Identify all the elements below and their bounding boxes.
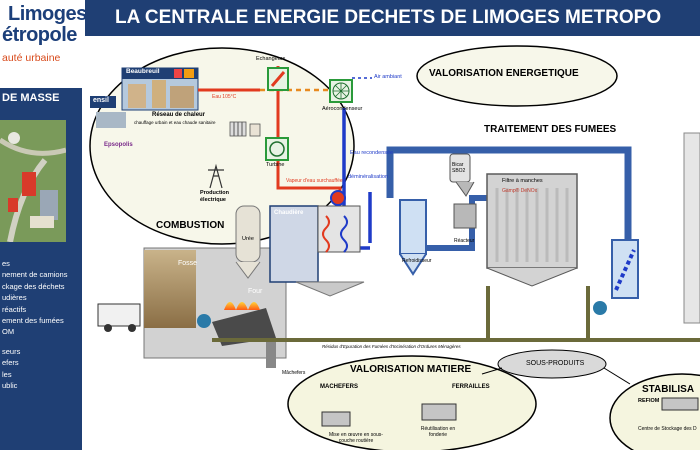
waste-pit xyxy=(144,250,196,328)
flue-duct xyxy=(386,146,632,258)
fosse-label: Fosse xyxy=(178,260,198,267)
sidebar-item[interactable]: seurs xyxy=(2,346,21,356)
bicar-label: Bicar SBO2 xyxy=(452,162,466,174)
traitement-fumees-title: TRAITEMENT DES FUMEES xyxy=(484,124,617,135)
chimney xyxy=(683,132,700,324)
sidebar: DE MASSE es nement de camions ckage des … xyxy=(0,88,82,450)
fgb-label: Gamp® DeNOx xyxy=(502,188,538,194)
sous-produits-label: SOUS-PRODUITS xyxy=(526,360,585,367)
refiom-label: REFIOM xyxy=(638,398,660,404)
sidebar-list: es nement de camions ckage des déchets u… xyxy=(2,258,84,391)
eau-recondensee-label: Eau recondensée xyxy=(350,150,394,156)
steam-drum xyxy=(330,190,346,206)
ensil-label: ensil xyxy=(93,97,109,104)
chaudiere-label: Chaudière xyxy=(274,210,304,216)
refroidisseur-label: Refroidisseur xyxy=(402,258,432,264)
tap-icon xyxy=(249,123,261,137)
sidebar-item[interactable]: les xyxy=(2,369,12,379)
sidebar-heading: DE MASSE xyxy=(2,92,60,104)
reutilisation-label: Réutilisation en fonderie xyxy=(420,426,456,438)
demineralisation-label: déminéralisation xyxy=(348,174,389,180)
urea-silo xyxy=(235,205,261,263)
sidebar-item[interactable]: nement de camions xyxy=(2,270,68,280)
logo-line-1: Limoges xyxy=(8,3,87,25)
echangeurs-label: Echangeurs xyxy=(256,56,286,62)
machefers-bottom-label: Mâchefers xyxy=(282,370,306,376)
production-electrique-label: Production électrique xyxy=(200,190,230,203)
valorisation-matiere-ellipse xyxy=(287,355,537,450)
valorisation-matiere-title: VALORISATION MATIERE xyxy=(350,364,472,375)
plant-diagram: Beaubreuil ensil Réseau de chaleur chauf… xyxy=(82,38,700,450)
dump-truck-icon xyxy=(321,411,351,427)
four-label: Four xyxy=(248,288,263,295)
sidebar-item[interactable]: OM xyxy=(2,327,15,337)
aerocondenseur-label: Aérocondenseur xyxy=(322,106,363,112)
air-ambiant-label: Air ambiant xyxy=(374,74,402,80)
fan-icon xyxy=(197,314,211,328)
sous-produits-ellipse xyxy=(497,349,607,379)
logo-line-3: auté urbaine xyxy=(2,52,61,64)
cooler-tower xyxy=(399,199,427,255)
sidebar-item[interactable]: réactifs xyxy=(2,304,27,314)
reacteur-label: Réacteur xyxy=(454,238,475,244)
ensil-logo xyxy=(90,96,116,108)
machefers-label: MACHEFERS xyxy=(320,384,359,390)
stabilisation-title: STABILISA xyxy=(642,384,695,395)
turbine-icon xyxy=(265,137,289,161)
residus-label: Résidus d'Epuration des Fumées d'Incinér… xyxy=(322,344,461,349)
electric-pylon-icon xyxy=(208,163,224,189)
plant-diagram-svg xyxy=(89,45,700,450)
valorisation-energetique-title: VALORISATION ENERGETIQUE xyxy=(429,68,579,79)
sidebar-item[interactable]: es xyxy=(2,259,10,268)
sidebar-item[interactable]: udières xyxy=(2,293,27,303)
bag-filter xyxy=(486,173,578,269)
vapeur-label: Vapeur d'eau surchauffée xyxy=(286,178,343,184)
eau-chaud-label: Eau 105°C xyxy=(212,94,237,100)
site-plan-thumbnail[interactable] xyxy=(0,120,66,242)
sidebar-item[interactable]: ckage des déchets xyxy=(2,281,65,291)
centre-stockage-label: Centre de Stockage des D xyxy=(638,426,697,432)
page-title: LA CENTRALE ENERGIE DECHETS DE LIMOGES M… xyxy=(85,0,700,36)
residue-conveyor xyxy=(212,338,700,342)
filtre-label: Filtre à manches xyxy=(502,178,543,184)
reseau-sub-label: chauffage urbain et eau chaude sanitaire xyxy=(134,120,216,125)
stabilisation-ellipse xyxy=(609,373,700,450)
uree-label: Urée xyxy=(242,236,254,242)
reseau-label: Réseau de chaleur xyxy=(152,112,206,118)
sidebar-item[interactable]: ublic xyxy=(2,381,18,391)
boiler xyxy=(269,205,319,283)
tank-truck-icon xyxy=(661,397,699,411)
sidebar-item[interactable]: ement des fumées xyxy=(2,316,64,326)
sidebar-gap xyxy=(2,338,84,346)
valorisation-energetique-ellipse xyxy=(416,45,618,107)
fire-icon xyxy=(224,302,260,310)
fan-icon xyxy=(593,301,607,315)
logo-line-2: étropole xyxy=(2,24,77,46)
reactor-block xyxy=(453,203,477,229)
waste-truck-icon xyxy=(97,303,141,327)
mise-en-oeuvre-label: Mise en œuvre en sous-couche routière xyxy=(329,432,383,444)
combustion-title: COMBUSTION xyxy=(156,220,225,231)
ferrailles-label: FERRAILLES xyxy=(452,384,490,390)
partner-logo-label[interactable]: Epsopolis xyxy=(104,142,133,148)
limoges-metropole-logo[interactable]: Limoges étropole auté urbaine xyxy=(0,0,87,88)
dump-truck-icon xyxy=(421,403,457,421)
turbine-label: Turbine xyxy=(266,162,285,168)
beaubreuil-label: Beaubreuil xyxy=(126,68,160,75)
sidebar-item[interactable]: efers xyxy=(2,358,19,368)
